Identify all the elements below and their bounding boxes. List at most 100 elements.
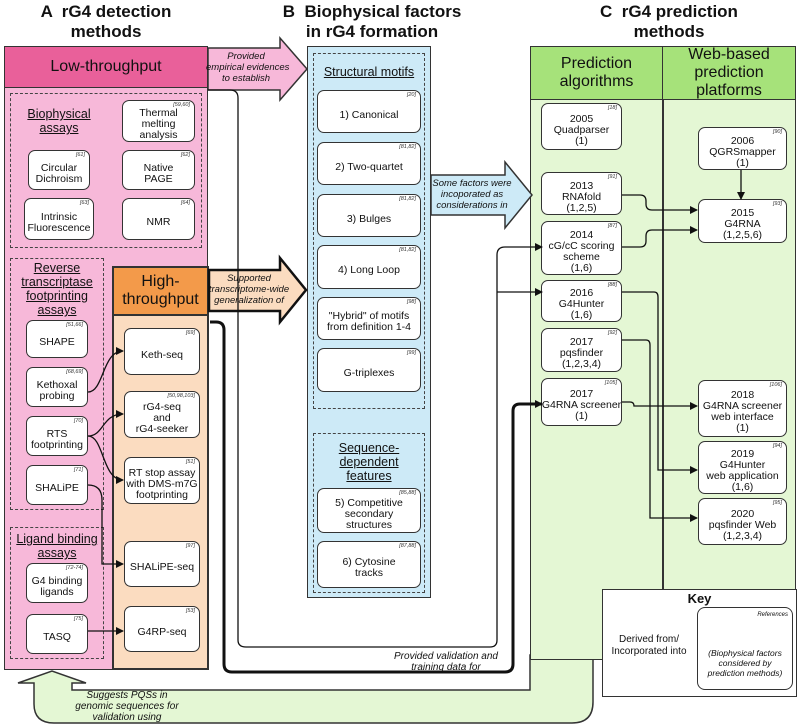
sequence-feature-box: [87,88]6) Cytosine tracks <box>317 541 421 588</box>
high-throughput-box: [51]RT stop assay with DMS-m7G footprint… <box>124 457 200 504</box>
reference-citation: [63] <box>79 200 89 206</box>
structural-motif-box: [99]G-triplexes <box>317 348 421 392</box>
reference-citation: [92] <box>607 330 617 336</box>
reference-citation: [51] <box>185 459 195 465</box>
panel-a-title: A rG4 detection methods <box>40 2 172 41</box>
transcriptome-arrow-label: Supported transcriptome-wide generalizat… <box>208 273 290 306</box>
web-platforms-header: Web-based prediction platforms <box>662 46 796 100</box>
key-references-label: References <box>757 612 788 618</box>
rt-footprinting-title: Reverse transcriptase footprinting assay… <box>21 261 93 317</box>
box-label: Kethoxal probing <box>36 378 78 402</box>
prediction-column-divider <box>662 46 664 660</box>
link-highthroughput-screener <box>210 320 543 674</box>
box-label: 1) Canonical <box>339 108 399 121</box>
reference-citation: [18] <box>607 105 617 111</box>
box-label: 6) Cytosine tracks <box>342 556 396 579</box>
reference-citation: [99] <box>406 350 416 356</box>
box-label: TASQ <box>43 631 71 643</box>
link-screener-web <box>622 401 698 410</box>
rt-assay-box: [71]SHALiPE <box>26 465 88 505</box>
link-2014-g4rna <box>622 226 698 248</box>
box-label: 3) Bulges <box>346 212 392 225</box>
sequence-features-group <box>313 433 425 593</box>
key-title: Key <box>687 591 712 606</box>
ligand-assay-box: [72-74]G4 binding ligands <box>26 563 88 603</box>
reference-citation: [71] <box>73 467 83 473</box>
link-rts-rtstop <box>87 435 124 484</box>
reference-citation: [87] <box>607 223 617 229</box>
panel-b-title: B Biophysical factors in rG4 formation <box>282 2 462 41</box>
sequence-feature-box: [85,88]5) Competitive secondary structur… <box>317 488 421 533</box>
box-label: RT stop assay with DMS-m7G footprinting <box>126 466 198 501</box>
ligand-binding-title: Ligand binding assays <box>16 532 98 560</box>
rt-footprinting-group <box>10 258 104 510</box>
reference-citation: [62] <box>180 152 190 158</box>
box-label: 2020 pqsfinder Web (1,2,3,4) <box>708 507 777 542</box>
biophysical-assays-group <box>10 93 202 248</box>
box-label: 2016 G4Hunter (1,6) <box>558 287 605 321</box>
high-throughput-box: [97]SHALiPE-seq <box>124 541 200 587</box>
link-rts-rg4seq <box>87 410 124 437</box>
reference-citation: [81,82] <box>399 196 416 202</box>
reference-citation: [59,60] <box>173 102 190 108</box>
link-kethoxal-kethseq <box>87 347 124 393</box>
box-label: 2015 G4RNA (1,2,5,6) <box>722 207 763 241</box>
reference-citation: [94] <box>772 443 782 449</box>
structural-motif-box: [81,82] 2) Two-quartet <box>317 142 421 185</box>
box-label: 2017 pqsfinder (1,2,3,4) <box>559 336 604 370</box>
structural-motifs-group <box>313 53 425 409</box>
structural-motif-box: [81,82] 3) Bulges <box>317 194 421 237</box>
structural-motifs-title: Structural motifs <box>323 65 415 79</box>
algorithm-box: [91]2013 RNAfold (1,2,5) <box>541 172 622 215</box>
reference-citation: [81,82] <box>399 247 416 253</box>
panel-c-title: C rG4 prediction methods <box>600 2 738 41</box>
reference-citation: [53] <box>185 608 195 614</box>
biophysical-assay-box: [64] NMR <box>122 198 195 240</box>
reference-citation: [88] <box>607 282 617 288</box>
box-label: 2013 RNAfold (1,2,5) <box>561 179 602 214</box>
validation-label: Provided validation and training data fo… <box>394 651 498 673</box>
link-g4hunter-web <box>622 291 698 474</box>
reference-citation: [81,82] <box>399 144 416 150</box>
structural-motif-box: [81,82]4) Long Loop <box>317 245 421 289</box>
reference-citation: [64] <box>180 200 190 206</box>
box-label: 2) Two-quartet <box>335 160 403 173</box>
platform-box: [106]2018 G4RNA screener web interface (… <box>698 380 787 437</box>
transcriptome-arrow <box>207 254 308 326</box>
algorithm-box: [92]2017 pqsfinder (1,2,3,4) <box>541 328 622 372</box>
biophysical-assay-box: [63] Intrinsic Fluorescence <box>24 198 94 240</box>
algorithm-box: [18]2005 Quadparser (1) <box>541 103 622 150</box>
box-label: G4 binding ligands <box>31 574 83 598</box>
considerations-arrow-label: Some factors were incoporated as conside… <box>432 178 512 211</box>
link-pqsfinder-web <box>622 339 698 522</box>
link-lowthroughput-2014 <box>208 89 543 648</box>
box-label: SHALiPE-seq <box>129 561 195 573</box>
reference-citation: [95] <box>772 500 782 506</box>
box-label: 2018 G4RNA screener web interface (1) <box>702 389 783 434</box>
box-label: Keth-seq <box>140 348 184 361</box>
reference-citation: [105] <box>604 380 617 386</box>
reference-citation: [75] <box>73 616 83 622</box>
algorithm-box: [105]2017 G4RNA screener (1) <box>541 378 622 426</box>
box-label: Intrinsic Fluorescence <box>27 210 91 234</box>
box-label: NMR <box>146 216 171 228</box>
algorithm-box: [88]2016 G4Hunter (1,6) <box>541 280 622 322</box>
link-shalipe-shalipeseq <box>87 484 124 568</box>
link-rnafold-g4rna <box>622 194 698 214</box>
structural-motif-box: [20] 1) Canonical <box>317 90 421 133</box>
box-label: Native PAGE <box>143 161 174 185</box>
high-throughput-box: [50,98,103]rG4-seq and rG4-seeker <box>124 391 200 438</box>
platform-box: [95]2020 pqsfinder Web (1,2,3,4) <box>698 498 787 545</box>
platform-box: [93]2015 G4RNA (1,2,5,6) <box>698 199 787 243</box>
considerations-arrow <box>430 159 533 231</box>
reference-citation: [20] <box>406 92 416 98</box>
platform-box: [94]2019 G4Hunter web application (1,6) <box>698 441 787 494</box>
box-label: 2005 Quadparser (1) <box>553 112 610 147</box>
box-label: Thermal melting analysis <box>139 107 178 141</box>
box-label: 5) Competitive secondary structures <box>335 496 403 531</box>
platform-box: [90]2006 QGRSmapper (1) <box>698 127 787 170</box>
key-factors-label: (Biophysical factors considered by predi… <box>707 648 783 678</box>
biophysical-assay-box: [61]Circular Dichroism <box>28 150 90 190</box>
biophysical-assay-box: [59,60]Thermal melting analysis <box>122 100 195 142</box>
